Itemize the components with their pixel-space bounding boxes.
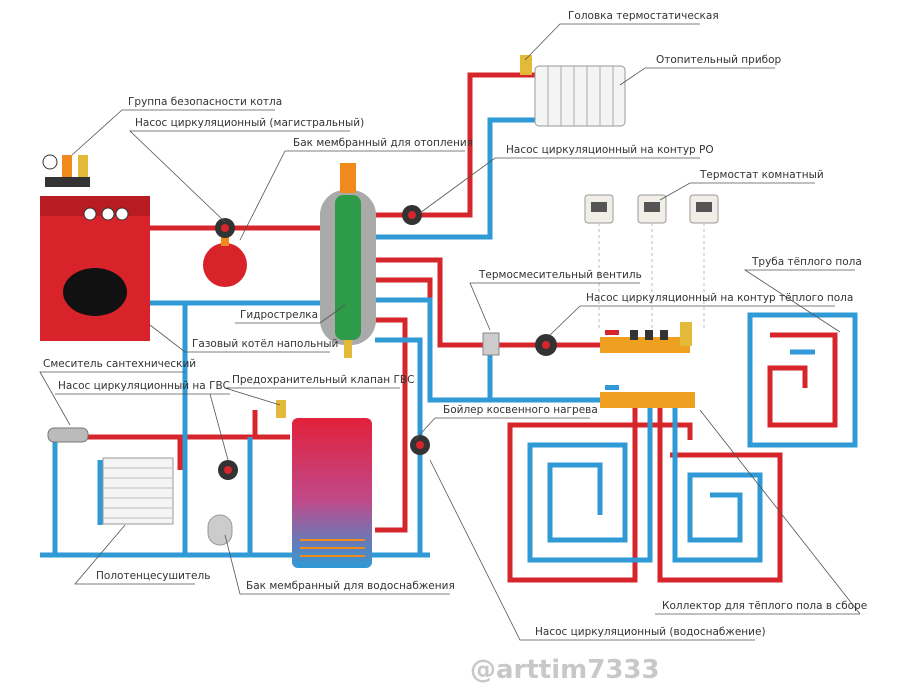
hot-pipes [60,72,600,533]
label-boiler-safety: Группа безопасности котла [128,96,282,108]
label-main-pump: Насос циркуляционный (магистральный) [135,117,364,129]
label-mixer: Смеситель сантехнический [43,358,196,370]
water-expansion-tank [207,514,233,546]
label-room-thermostat: Термостат комнатный [699,169,824,181]
indirect-boiler-tank [292,418,372,568]
main-pump-icon [215,218,235,238]
label-floor-manifold: Коллектор для тёплого пола в сборе [662,600,867,612]
floor-pump-icon [535,334,557,356]
dhw-pump-icon [218,460,238,480]
floor-loops [507,312,858,583]
label-hydro-arrow: Гидрострелка [240,309,318,321]
water-pump-icon [410,435,430,455]
mixing-valve-icon [482,332,500,356]
label-thermo-head: Головка термостатическая [568,10,719,22]
thermostatic-head-icon [520,55,532,75]
label-radiator: Отопительный прибор [656,54,782,66]
label-indirect-boiler: Бойлер косвенного нагрева [443,404,598,416]
label-water-pump: Насос циркуляционный (водоснабжение) [535,626,766,638]
mixer-icon [47,427,89,443]
label-floor-pump: Насос циркуляционный на контур тёплого п… [586,292,853,304]
hydro-arrow [320,163,376,358]
leader-lines [39,23,861,641]
radiator [520,55,626,127]
label-gas-boiler: Газовый котёл напольный [192,338,338,350]
gas-boiler [40,154,150,341]
label-water-tank: Бак мембранный для водоснабжения [246,580,455,592]
label-dhw-safety-valve: Предохранительный клапан ГВС [232,374,414,386]
label-ro-pump: Насос циркуляционный на контур РО [506,144,714,156]
label-floor-pipe: Труба тёплого пола [751,256,862,268]
label-mixing-valve: Термосмесительный вентиль [478,269,642,281]
label-towel-dryer: Полотенцесушитель [96,570,210,582]
pressure-gauge-icon [42,154,58,170]
room-thermostats [584,194,719,330]
label-dhw-pump: Насос циркуляционный на ГВС [58,380,230,392]
dhw-safety-valve-icon [276,400,286,418]
towel-dryer [102,457,174,525]
watermark: @arttim7333 [470,655,660,685]
floor-manifold [600,322,695,408]
ro-pump-icon [402,205,422,225]
label-heating-tank: Бак мембранный для отопления [293,137,473,149]
